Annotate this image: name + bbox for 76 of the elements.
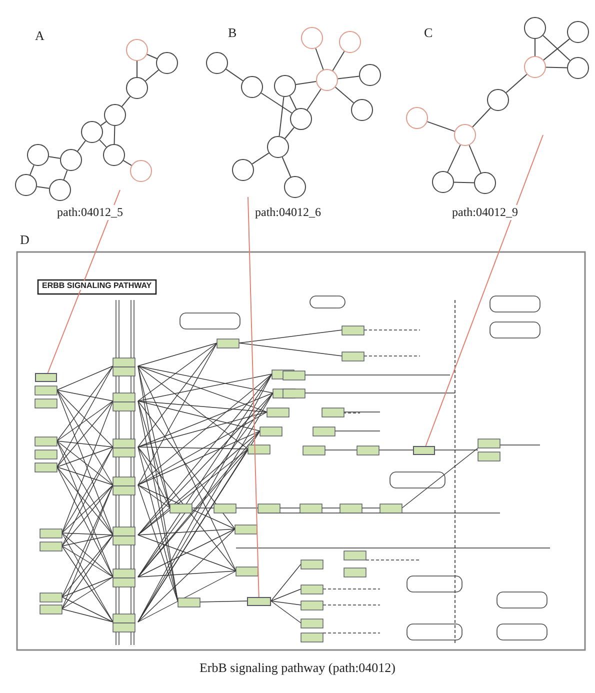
network-node [301,27,323,49]
connector-line [252,152,270,164]
leader-line [47,190,120,374]
path-label: path:04012_5 [57,205,123,220]
network-node [290,108,312,130]
network-node [274,75,296,97]
connector-line [63,170,68,180]
network-node [267,136,289,158]
network-node [339,31,361,53]
network-node [15,174,37,196]
network-node [487,89,509,111]
path-label: path:04012_6 [255,205,321,220]
connector-line [289,95,297,110]
gene-box [413,446,435,455]
connector-line [282,156,292,178]
connector-line [278,96,284,137]
connector-line [306,88,322,110]
network-node [206,52,228,74]
connector-line [295,81,317,85]
network-node [524,56,546,78]
network-node [156,52,178,74]
connector-line [334,86,354,104]
network-node [126,39,148,61]
network-node [359,64,381,86]
connector-line [144,70,160,82]
connector-line [426,121,456,132]
connector-line [447,144,461,173]
network-node [126,77,148,99]
map-title: ERBB SIGNALING PATHWAY [42,281,152,290]
connector-line [48,156,61,159]
connector-line [546,66,568,68]
leader-line [248,196,260,598]
connector-line [506,74,528,94]
network-node [103,144,125,166]
network-node [432,171,454,193]
path-label: path:04012_9 [452,205,518,220]
connector-line [534,38,536,56]
connector-line [99,139,107,148]
network-node [130,160,152,182]
network-node [474,172,496,194]
connector-line [284,127,295,139]
network-node [232,159,254,181]
connector-line [100,121,107,126]
connector-line [36,186,50,189]
connector-line [77,140,86,152]
connector-line [454,182,474,184]
connector-line [332,50,345,72]
network-node [284,176,306,198]
network-node [351,99,373,121]
network-node [241,76,263,98]
connector-line [468,144,482,174]
network-node [60,149,82,171]
network-node [316,69,338,91]
connector-line [337,76,360,80]
connector-line [122,160,132,166]
connector-line [30,164,34,176]
connector-line [315,48,324,70]
network-node [524,17,546,39]
network-node [27,144,49,166]
network-node [104,104,126,126]
connector-line [121,96,131,107]
connector-line [114,126,116,144]
connector-line [226,68,244,82]
network-node [406,107,428,129]
gene-box [35,373,57,382]
network-node [454,124,476,146]
network-node [567,21,589,43]
gene-box [247,597,271,606]
network-node [49,179,71,201]
connector-line [146,54,158,60]
leader-line [425,134,544,446]
connector-line [260,92,292,114]
network-node [567,57,589,79]
connector-line [136,60,138,78]
connector-line [472,108,491,128]
network-node [81,121,103,143]
